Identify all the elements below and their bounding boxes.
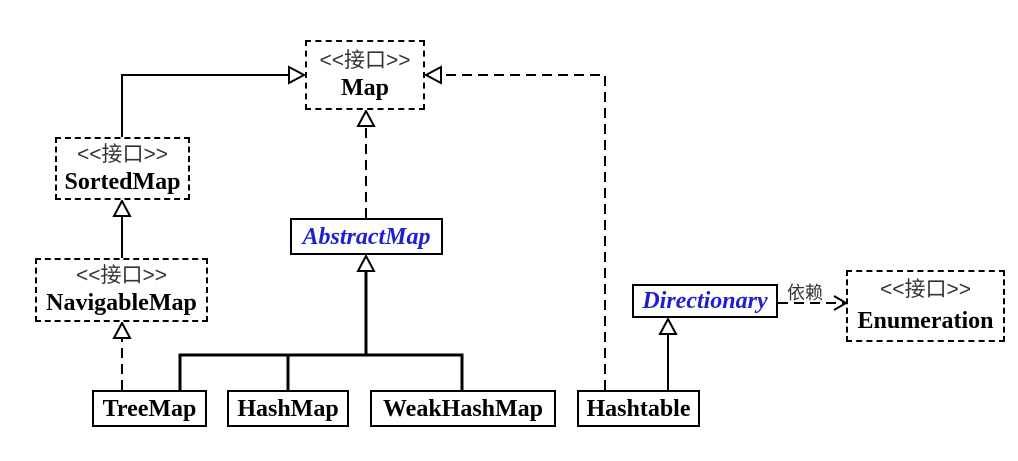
tree-map-name: TreeMap [102,395,197,422]
map-stereotype: <<接口>> [319,49,411,72]
tree-map-class-box: TreeMap [92,390,207,427]
sorted-map-stereotype: <<接口>> [76,142,169,166]
sorted-map-bottom-arrowhead [112,198,132,217]
hashtable-to-map-line [441,74,606,390]
subclasses-to-abstract-map-bus [178,271,464,390]
sorted-map-interface-box: <<接口>> SortedMap [55,137,190,200]
enumeration-interface-box: <<接口>> Enumeration [846,270,1005,342]
hash-map-class-box: HashMap [227,390,349,427]
navigable-map-name: NavigableMap [46,290,197,316]
abstract-map-name: AbstractMap [302,223,431,250]
map-bottom-arrowhead [356,108,376,127]
navigable-map-interface-box: <<接口>> NavigableMap [35,258,208,322]
sorted-map-to-map-line [121,74,289,137]
directionary-name: Directionary [642,288,768,314]
sorted-map-name: SortedMap [64,168,181,195]
navigable-map-stereotype: <<接口>> [75,264,168,287]
directionary-class-box: Directionary [632,284,778,318]
map-interface-box: <<接口>> Map [305,40,425,110]
map-right-arrowhead [423,65,442,85]
map-left-arrowhead [288,65,307,85]
weak-hash-map-name: WeakHashMap [382,395,544,422]
weak-hash-map-class-box: WeakHashMap [370,390,556,427]
dependency-label: 依赖 [787,283,823,303]
enumeration-name: Enumeration [857,308,994,334]
map-name: Map [341,75,389,101]
hashtable-name: Hashtable [586,395,691,422]
directionary-bottom-arrowhead [658,316,678,335]
abstract-map-bottom-arrowhead [356,253,376,272]
abstract-map-class-box: AbstractMap [290,218,443,255]
enumeration-stereotype: <<接口>> [879,278,972,301]
navigable-map-bottom-arrowhead [112,320,132,339]
hashtable-class-box: Hashtable [577,390,700,427]
hash-map-name: HashMap [237,395,339,422]
